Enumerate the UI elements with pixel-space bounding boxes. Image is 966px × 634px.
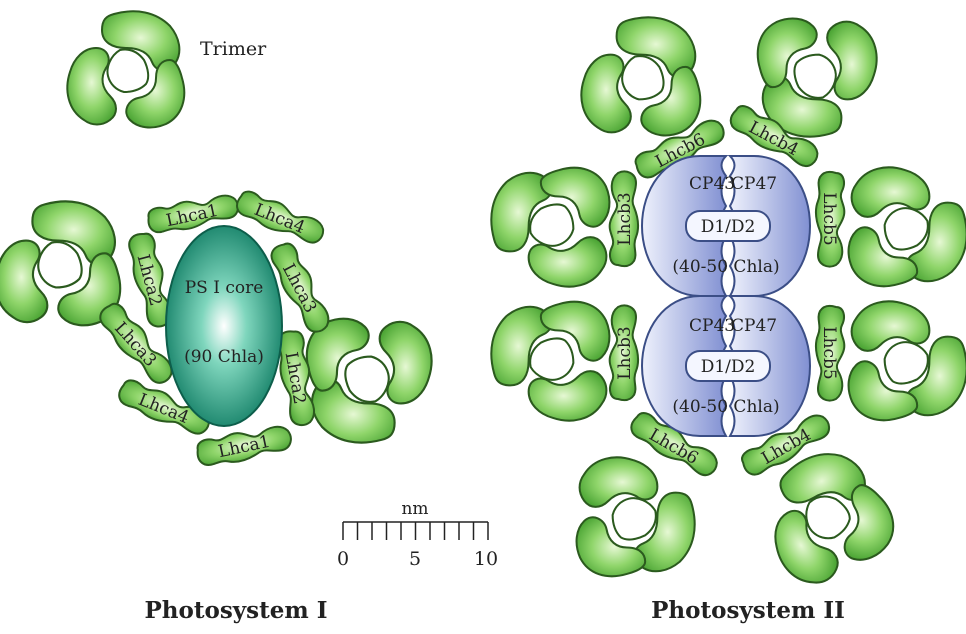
ps2-trimer-top-right [756,17,878,138]
scale-tick-10: 10 [474,548,498,570]
photosystem-ii: Lhcb6 Lhcb4 Lhcb3 Lhcb5 Lhcb3 Lhcb5 Lhcb… [490,16,966,599]
ps2-trimer-mid-right-bottom [847,300,966,422]
svg-text:Lhcb5: Lhcb5 [819,192,839,245]
ps2-cp47-upper: CP47 [731,174,777,194]
caption-photosystem-ii: Photosystem II [651,597,845,624]
ps2-cp43-lower: CP43 [689,316,735,336]
svg-text:Lhcb5: Lhcb5 [819,326,839,379]
scale-tick-5: 5 [409,548,421,570]
svg-text:Lhcb3: Lhcb3 [615,326,635,379]
ps2-lhcb5-top: Lhcb5 [814,170,846,268]
svg-text:Lhcb3: Lhcb3 [615,192,635,245]
ps1-lhca1-bottom: Lhca1 [193,421,295,471]
ps1-trimer-right [305,317,433,444]
ps1-trimer-left [0,200,122,327]
trimer-label: Trimer [200,38,267,60]
scale-unit-label: nm [401,499,428,519]
ps2-d1d2-box-upper [685,210,771,242]
ps2-lhcb5-bottom: Lhcb5 [814,304,846,402]
ps2-trimer-mid-left-top [490,166,611,288]
ps1-chl-label: (90 Chla) [184,347,264,367]
ps2-lhcb3-top: Lhcb3 [608,170,640,268]
trimer-shape-top-left [66,10,186,129]
scale-tick-0: 0 [337,548,349,570]
ps2-d1d2-upper: D1/D2 [701,217,756,237]
caption-photosystem-i: Photosystem I [145,597,328,624]
ps2-lhcb3-bottom: Lhcb3 [608,304,640,402]
ps2-trimer-bottom-left [575,456,696,578]
ps2-chl-upper: (40-50 Chla) [672,257,779,277]
ps2-core-upper: CP43 CP47 D1/D2 (40-50 Chla) [640,155,812,297]
scale-bar: nm 0 5 10 [337,499,498,570]
ps2-trimer-mid-left-bottom [490,300,611,422]
ps2-chl-lower: (40-50 Chla) [672,397,779,417]
ps2-d1d2-box-lower [685,350,771,382]
photosystem-i: Lhca1 Lhca4 Lhca2 Lhca3 Lhca3 Lhca2 Lhca… [0,187,433,471]
ps1-core-label: PS I core [185,278,264,298]
ps2-cp43-upper: CP43 [689,174,735,194]
ps2-trimer-top-left [580,16,702,137]
ps2-d1d2-lower: D1/D2 [701,357,756,377]
ps2-core-lower: CP43 CP47 D1/D2 (40-50 Chla) [640,295,812,437]
ps2-trimer-mid-right-top [847,166,966,288]
ps1-core [165,225,283,427]
ps2-cp47-lower: CP47 [731,316,777,336]
